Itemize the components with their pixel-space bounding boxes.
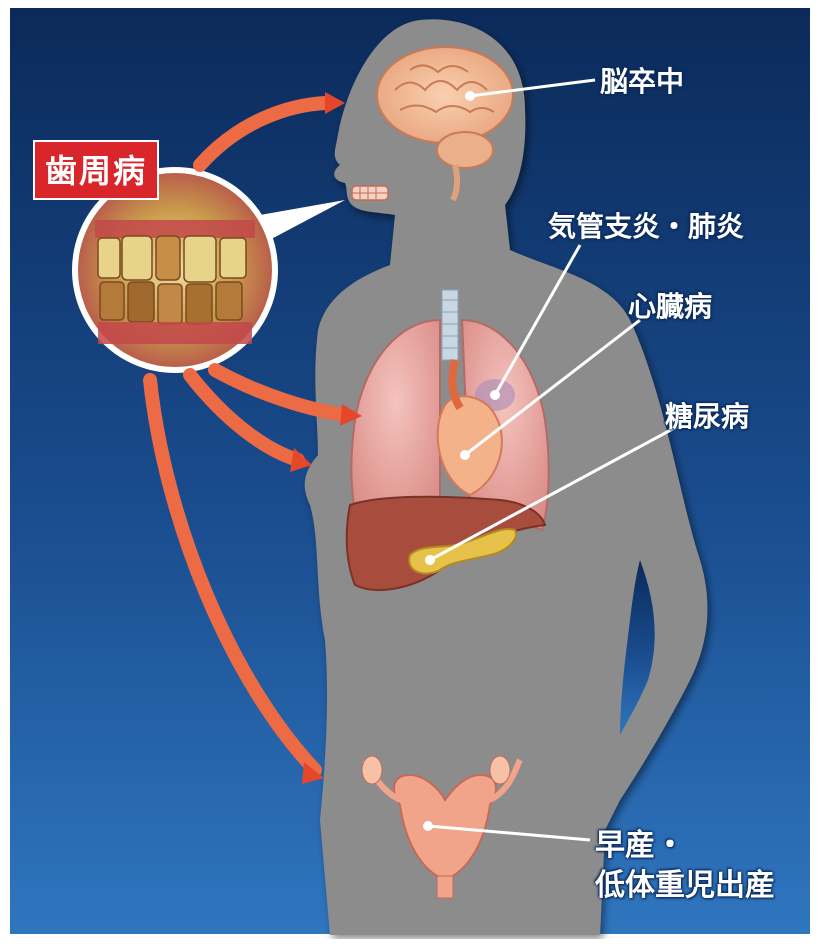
label-heart-disease: 心臓病 [628,285,712,325]
periodontal-badge: 歯周病 [33,140,159,200]
label-low-birth-weight: 低体重児出産 [595,860,775,904]
label-stroke: 脳卒中 [600,60,684,100]
label-diabetes: 糖尿病 [665,395,749,435]
mouth-teeth [352,186,388,200]
label-bronchitis-pneumonia: 気管支炎・肺炎 [548,205,744,245]
label-preterm-birth: 早産・ [595,820,685,864]
trachea [442,290,458,360]
